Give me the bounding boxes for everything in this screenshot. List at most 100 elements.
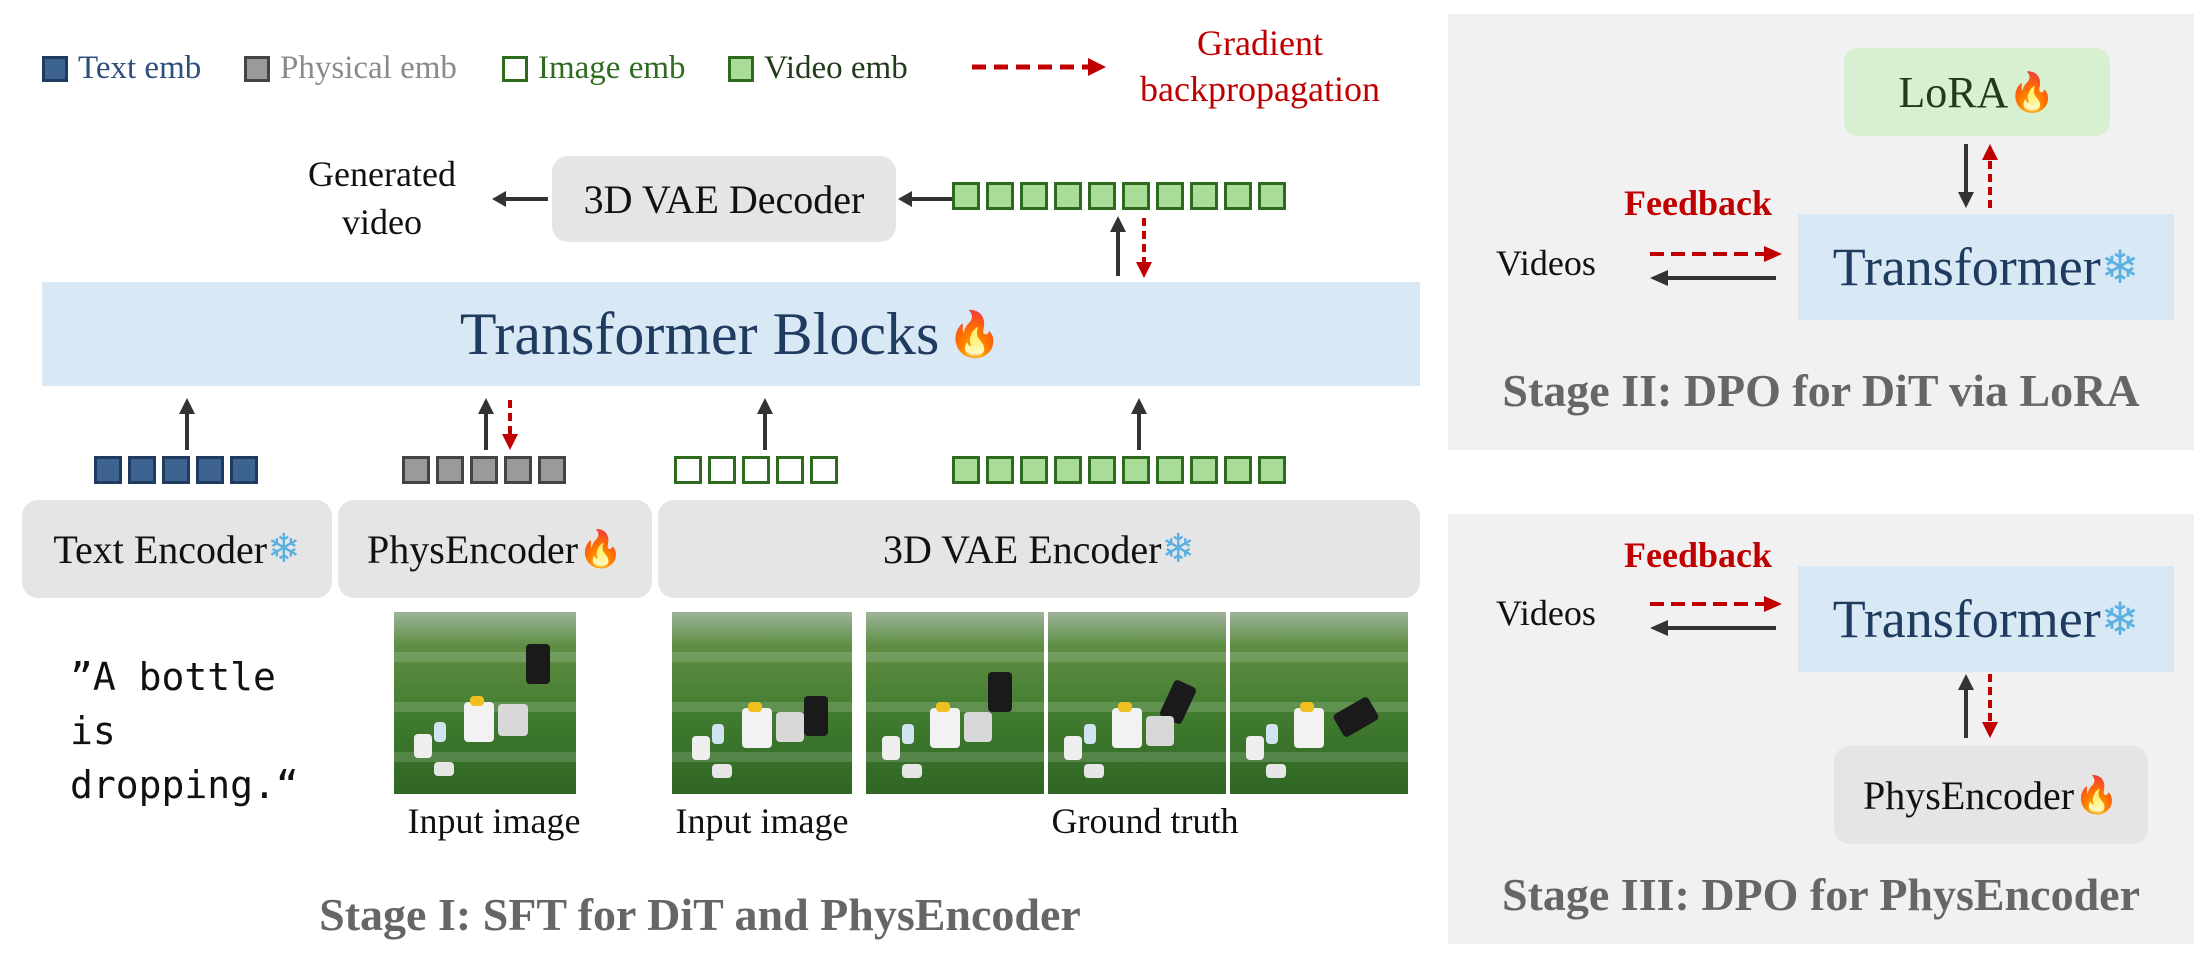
generated-video-label: Generated video xyxy=(282,150,482,246)
physical-token xyxy=(538,456,566,484)
physical-token xyxy=(504,456,532,484)
text-emb-swatch xyxy=(42,55,68,82)
text-token xyxy=(94,456,122,484)
arrow-down-up-icon xyxy=(1958,144,1998,208)
video-token xyxy=(1054,182,1082,210)
physical-token xyxy=(470,456,498,484)
input-image-vae xyxy=(672,612,852,794)
legend-text-emb-label: Text emb xyxy=(78,50,202,86)
ground-truth-frame-1 xyxy=(866,612,1044,794)
stage3-transformer-box: Transformer ❄ xyxy=(1798,566,2174,672)
image-token xyxy=(742,456,770,484)
input-image-phys xyxy=(394,612,576,794)
transformer-blocks: Transformer Blocks 🔥 xyxy=(42,282,1420,386)
video-token xyxy=(1122,456,1150,484)
fire-icon: 🔥 xyxy=(2008,69,2056,114)
video-token xyxy=(1020,456,1048,484)
vae-encoder-label: 3D VAE Encoder xyxy=(883,526,1162,572)
video-emb-tokens xyxy=(952,456,1286,484)
video-emb-swatch xyxy=(728,55,754,82)
video-token xyxy=(1224,182,1252,210)
video-token xyxy=(1156,456,1184,484)
arrow-up-down-icon xyxy=(478,398,518,450)
legend-gradient: Gradient backpropagation xyxy=(1110,20,1410,112)
input-image-caption-2: Input image xyxy=(675,801,849,841)
stage2-transformer-box: Transformer ❄ xyxy=(1798,214,2174,320)
arrow-up-down-icon xyxy=(1958,674,1998,738)
phys-encoder-label: PhysEncoder xyxy=(367,526,579,572)
video-token xyxy=(952,182,980,210)
video-token xyxy=(1156,182,1184,210)
vae-decoder-label: 3D VAE Decoder xyxy=(583,176,865,222)
image-token xyxy=(776,456,804,484)
legend-image-emb-label: Image emb xyxy=(538,50,686,86)
arrow-left-icon xyxy=(898,191,952,207)
text-encoder-box: Text Encoder ❄ xyxy=(22,500,332,598)
video-token xyxy=(986,456,1014,484)
video-token xyxy=(1190,456,1218,484)
fire-icon: 🔥 xyxy=(2074,775,2119,816)
image-token xyxy=(708,456,736,484)
arrow-up-icon xyxy=(757,398,773,450)
legend-video-emb: Video emb xyxy=(728,50,908,87)
text-prompt: ”A bottle is dropping.“ xyxy=(70,650,330,812)
text-encoder-label: Text Encoder xyxy=(53,526,268,572)
legend-physical-emb: Physical emb xyxy=(244,50,457,87)
physical-emb-tokens xyxy=(402,456,566,484)
arrow-up-icon xyxy=(179,398,195,450)
gradient-arrow-icon xyxy=(972,58,1106,76)
stage2-videos: Videos xyxy=(1496,243,1596,283)
video-token xyxy=(1020,182,1048,210)
stage3-transformer-label: Transformer xyxy=(1832,589,2101,649)
input-image-caption-1: Input image xyxy=(407,801,581,841)
snowflake-icon: ❄ xyxy=(2100,240,2140,294)
video-token xyxy=(1088,456,1116,484)
lora-label: LoRA xyxy=(1898,67,2009,117)
ground-truth-frame-2 xyxy=(1048,612,1226,794)
generated-video-line1: Generated xyxy=(308,154,456,194)
legend-physical-emb-label: Physical emb xyxy=(280,50,457,86)
legend-gradient-line2: backpropagation xyxy=(1140,69,1380,109)
video-token xyxy=(1224,456,1252,484)
video-token xyxy=(1088,182,1116,210)
video-token xyxy=(1258,182,1286,210)
image-emb-swatch xyxy=(502,55,528,82)
generated-video-line2: video xyxy=(342,202,422,242)
video-token xyxy=(986,182,1014,210)
text-token xyxy=(162,456,190,484)
stage2-title: Stage II: DPO for DiT via LoRA xyxy=(1502,365,2140,416)
arrow-up-down-icon xyxy=(1110,216,1152,278)
arrow-up-icon xyxy=(1131,398,1147,450)
text-token xyxy=(196,456,224,484)
decoder-video-tokens xyxy=(952,182,1286,210)
bidirectional-arrow-icon xyxy=(1650,246,1782,286)
stage3-title: Stage III: DPO for PhysEncoder xyxy=(1501,869,2141,920)
text-prompt-line1: ”A bottle is xyxy=(70,655,276,753)
text-token xyxy=(230,456,258,484)
physical-token xyxy=(402,456,430,484)
phys-encoder-box: PhysEncoder 🔥 xyxy=(338,500,652,598)
text-token xyxy=(128,456,156,484)
image-token xyxy=(810,456,838,484)
video-token xyxy=(952,456,980,484)
fire-icon: 🔥 xyxy=(947,309,1003,360)
video-token xyxy=(1190,182,1218,210)
legend-video-emb-label: Video emb xyxy=(764,50,908,86)
arrow-left-icon xyxy=(492,191,548,207)
stage3-videos: Videos xyxy=(1496,593,1596,633)
transformer-blocks-label: Transformer Blocks xyxy=(459,300,940,367)
ground-truth-caption: Ground truth xyxy=(1051,801,1239,841)
legend-gradient-line1: Gradient xyxy=(1197,23,1323,63)
vae-encoder-box: 3D VAE Encoder ❄ xyxy=(658,500,1420,598)
legend-image-emb: Image emb xyxy=(502,50,686,87)
physical-emb-swatch xyxy=(244,55,270,82)
snowflake-icon: ❄ xyxy=(1161,526,1195,572)
bidirectional-arrow-icon xyxy=(1650,596,1782,636)
video-token xyxy=(1054,456,1082,484)
ground-truth-frame-3 xyxy=(1230,612,1408,794)
stage2-feedback: Feedback xyxy=(1624,183,1772,223)
image-emb-tokens xyxy=(674,456,838,484)
lora-box: LoRA 🔥 xyxy=(1844,48,2110,136)
vae-decoder-box: 3D VAE Decoder xyxy=(552,156,896,242)
physical-token xyxy=(436,456,464,484)
